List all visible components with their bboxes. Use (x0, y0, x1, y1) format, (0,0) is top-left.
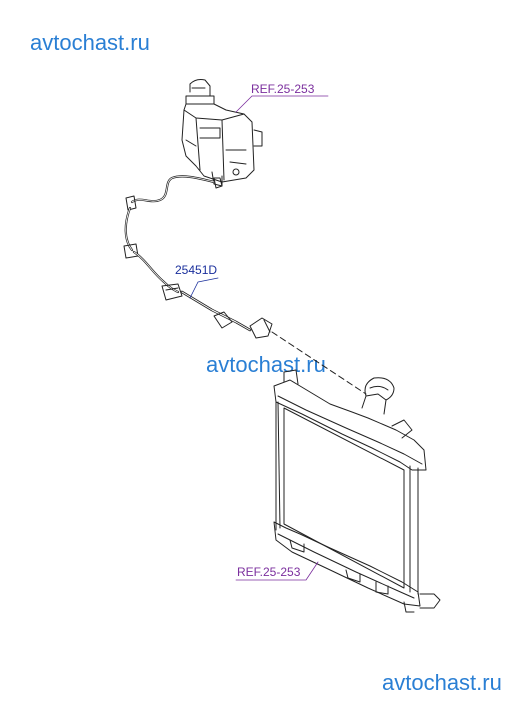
radiator-ref-leader (235, 561, 319, 581)
part-25451D-leader (189, 277, 219, 299)
part-number-label[interactable]: 25451D (175, 263, 217, 277)
reservoir-ref-leader (235, 95, 329, 113)
routing-dash-line (271, 331, 367, 395)
reservoir-ref-label[interactable]: REF.25-253 (251, 82, 315, 96)
watermark-bottom: avtochast.ru (382, 670, 502, 695)
overflow-hose[interactable] (123, 175, 273, 339)
radiator-ref-label[interactable]: REF.25-253 (237, 565, 301, 579)
watermark-middle: avtochast.ru (206, 352, 326, 377)
watermark-top: avtochast.ru (30, 30, 150, 55)
reservoir-tank[interactable] (181, 79, 263, 187)
radiator[interactable] (273, 369, 441, 613)
